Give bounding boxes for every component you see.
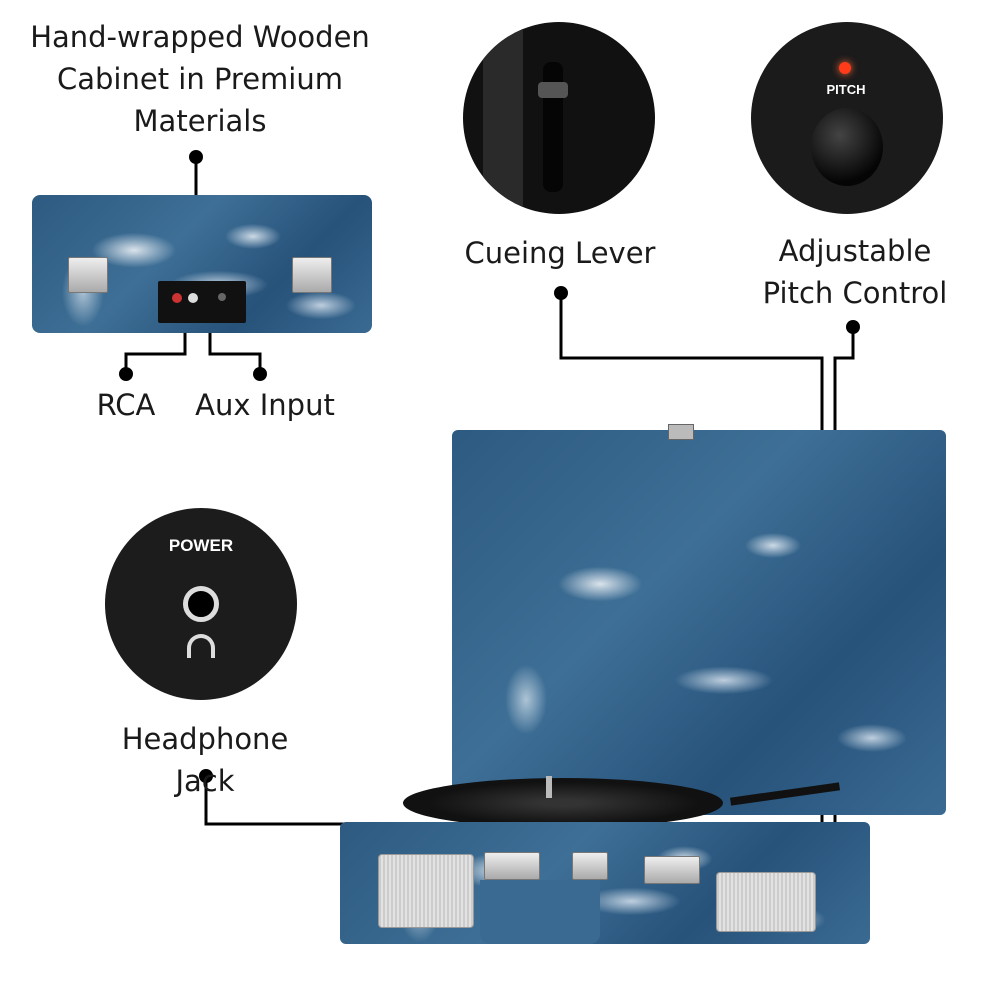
headphone-jack-closeup: POWER xyxy=(105,508,297,700)
aux-input-label: Aux Input xyxy=(195,388,335,422)
rca-label: RCA xyxy=(96,388,156,422)
pitch-panel-label: PITCH xyxy=(826,82,866,97)
cueing-lever-label: Cueing Lever xyxy=(464,236,656,270)
rear-io-panel xyxy=(158,281,246,323)
headphone-jack-icon xyxy=(183,586,219,622)
headphone-jack-label: Headphone Jack xyxy=(121,722,289,798)
platter xyxy=(403,778,723,828)
pitch-led-icon xyxy=(839,62,851,74)
turntable-lid xyxy=(452,430,946,815)
carry-handle xyxy=(480,880,600,944)
closed-case-rear xyxy=(32,195,372,333)
headphone-icon xyxy=(187,634,215,658)
turntable-base xyxy=(340,822,870,944)
spindle xyxy=(546,776,552,798)
left-speaker xyxy=(378,854,474,928)
power-panel-label: POWER xyxy=(168,536,234,555)
pitch-knob-icon xyxy=(811,108,883,186)
lid-latch xyxy=(668,424,694,440)
pitch-control-closeup: PITCH xyxy=(751,22,943,214)
cueing-lever-closeup xyxy=(463,22,655,214)
right-speaker xyxy=(716,872,816,932)
